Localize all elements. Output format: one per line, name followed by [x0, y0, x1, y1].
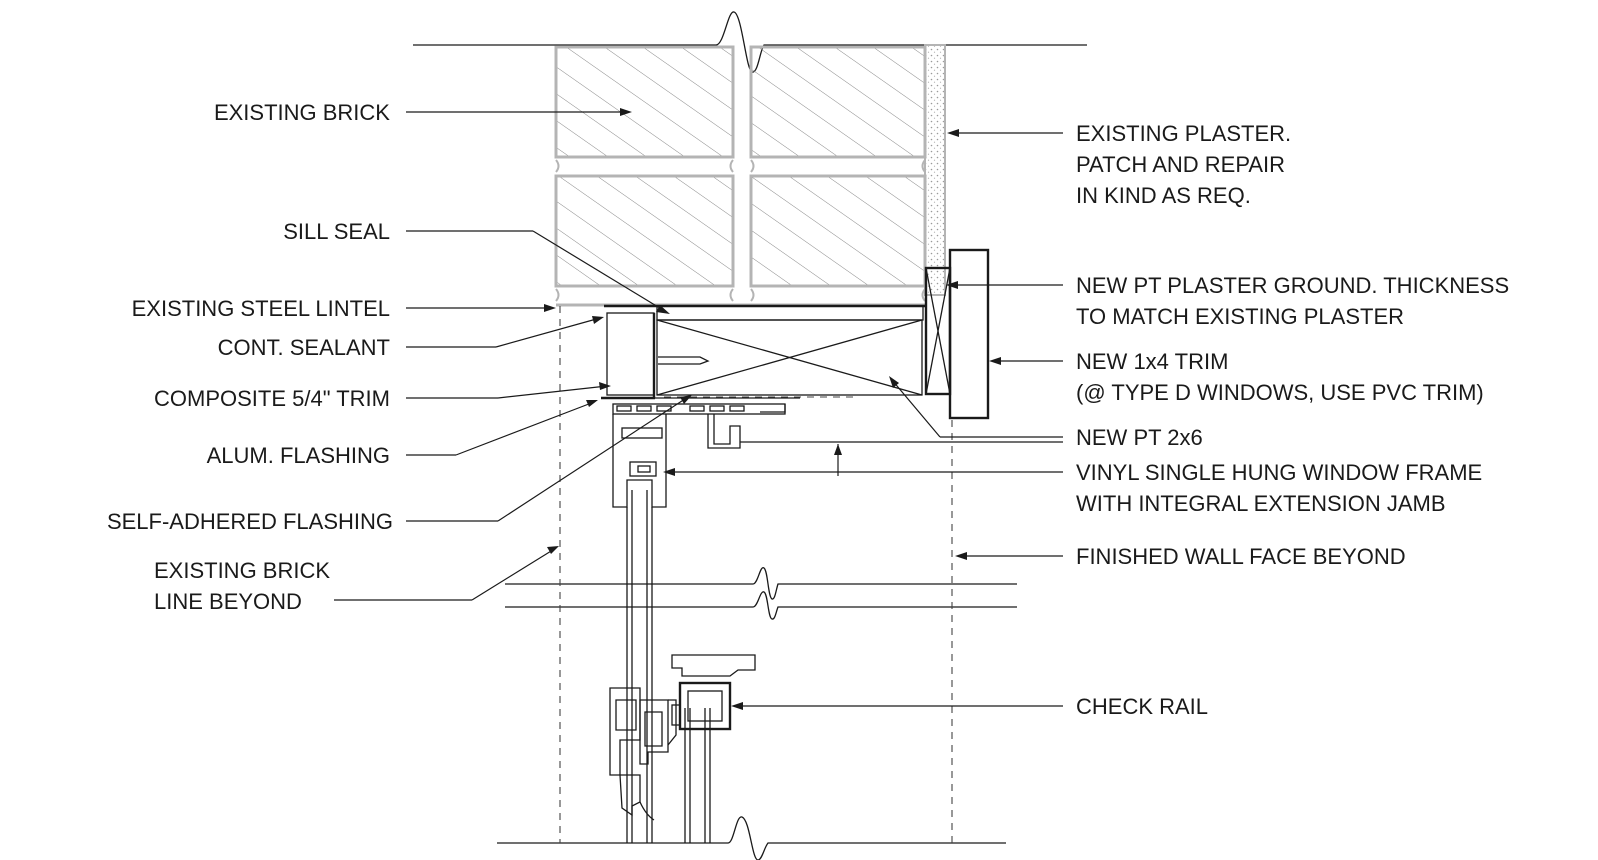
composite-trim	[606, 312, 655, 396]
label-alum-flashing: ALUM. FLASHING	[207, 443, 390, 468]
label-window-frame-1: VINYL SINGLE HUNG WINDOW FRAME	[1076, 460, 1482, 485]
label-finished-wall: FINISHED WALL FACE BEYOND	[1076, 544, 1406, 569]
label-cont-sealant: CONT. SEALANT	[218, 335, 390, 360]
leader-check-rail	[731, 702, 1063, 710]
leader-new-pt	[889, 376, 1063, 438]
label-plaster-ground-1: NEW PT PLASTER GROUND. THICKNESS	[1076, 273, 1509, 298]
leader-cont-sealant	[406, 316, 604, 348]
label-check-rail: CHECK RAIL	[1076, 694, 1208, 719]
label-existing-plaster-3: IN KIND AS REQ.	[1076, 183, 1251, 208]
bottom-break-line	[497, 816, 1006, 860]
existing-brick-masonry	[554, 45, 927, 307]
label-new-trim-1: NEW 1x4 TRIM	[1076, 349, 1228, 374]
leader-steel-lintel	[406, 304, 556, 312]
leader-composite-trim	[406, 382, 611, 399]
label-sill-seal: SILL SEAL	[283, 219, 390, 244]
leader-alum-flashing	[406, 400, 598, 456]
label-plaster-ground-2: TO MATCH EXISTING PLASTER	[1076, 304, 1404, 329]
label-window-frame-2: WITH INTEGRAL EXTENSION JAMB	[1076, 491, 1446, 516]
leader-sill-seal	[406, 230, 670, 314]
label-existing-steel-lintel: EXISTING STEEL LINTEL	[132, 296, 390, 321]
leader-new-trim	[989, 357, 1063, 365]
label-new-trim-2: (@ TYPE D WINDOWS, USE PVC TRIM)	[1076, 380, 1484, 405]
label-existing-brick-line-1: EXISTING BRICK	[154, 558, 330, 583]
label-existing-plaster-2: PATCH AND REPAIR	[1076, 152, 1285, 177]
label-existing-plaster: EXISTING PLASTER. PATCH AND REPAIR IN KI…	[1076, 121, 1297, 208]
window-head-frame	[612, 397, 800, 508]
leader-window-frame	[663, 468, 1063, 476]
label-existing-brick-line-2: LINE BEYOND	[154, 589, 302, 614]
label-existing-brick-line: EXISTING BRICK LINE BEYOND	[154, 558, 336, 614]
label-new-pt: NEW PT 2x6	[1076, 425, 1203, 450]
label-plaster-ground: NEW PT PLASTER GROUND. THICKNESS TO MATC…	[1076, 273, 1515, 329]
leader-plaster-ground	[946, 281, 1063, 289]
check-rail	[609, 654, 756, 821]
new-pt-2x6	[656, 319, 923, 398]
leader-existing-brick-line	[334, 546, 559, 601]
label-existing-brick: EXISTING BRICK	[214, 100, 390, 125]
leader-finished-wall	[955, 552, 1063, 560]
label-window-frame: VINYL SINGLE HUNG WINDOW FRAME WITH INTE…	[1076, 460, 1488, 516]
window-sash-glass	[626, 490, 711, 843]
leader-self-adhered-flashing	[406, 395, 692, 522]
leader-existing-brick	[406, 108, 632, 116]
leader-existing-plaster	[947, 129, 1063, 137]
existing-plaster	[924, 44, 946, 296]
label-existing-plaster-1: EXISTING PLASTER.	[1076, 121, 1291, 146]
mid-break-lines	[505, 567, 1017, 620]
label-new-trim: NEW 1x4 TRIM (@ TYPE D WINDOWS, USE PVC …	[1076, 349, 1484, 405]
label-composite-trim: COMPOSITE 5/4" TRIM	[154, 386, 390, 411]
label-self-adhered-flashing: SELF-ADHERED FLASHING	[107, 509, 393, 534]
extension-jamb-indicator	[740, 441, 1063, 476]
new-1x4-trim	[948, 248, 990, 420]
